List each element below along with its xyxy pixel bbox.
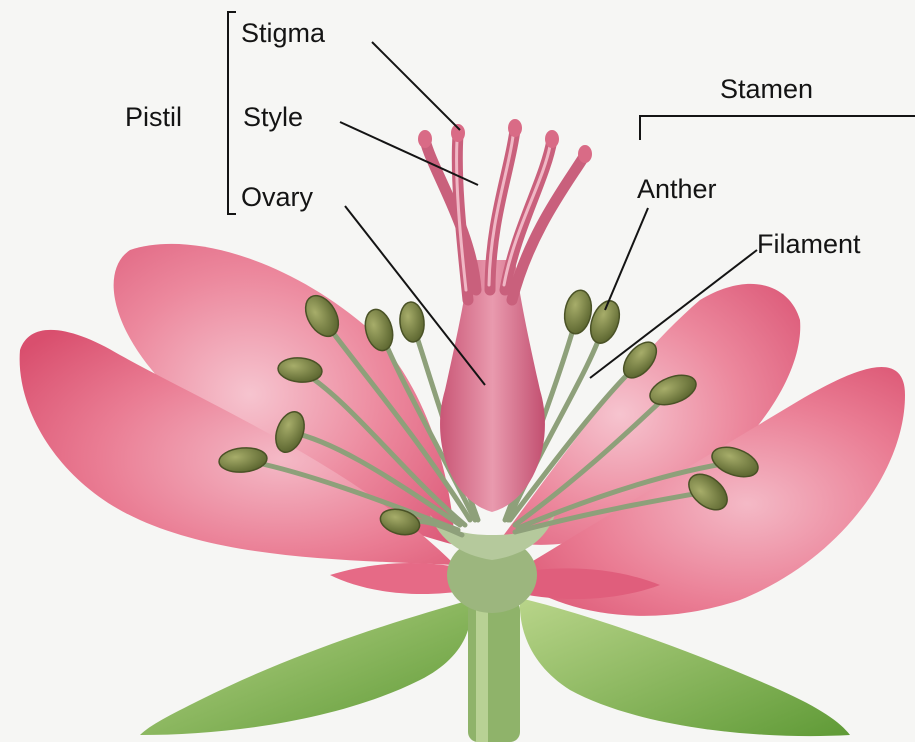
anther-leader — [605, 208, 648, 310]
stem — [468, 600, 520, 742]
ovary-label: Ovary — [241, 184, 313, 211]
style-label: Style — [243, 104, 303, 131]
sepal-left — [140, 600, 471, 735]
filament-label: Filament — [757, 231, 861, 258]
anther-label: Anther — [637, 176, 717, 203]
stigma-leader — [372, 42, 460, 130]
sepal-right — [520, 598, 850, 736]
stigma-label: Stigma — [241, 20, 325, 47]
stamen-bracket — [640, 116, 915, 140]
pistil-label: Pistil — [125, 104, 182, 131]
pistil-bracket — [228, 12, 236, 214]
ovary-body — [440, 260, 545, 512]
stamen-label: Stamen — [720, 76, 813, 103]
stem-highlight — [476, 600, 488, 742]
